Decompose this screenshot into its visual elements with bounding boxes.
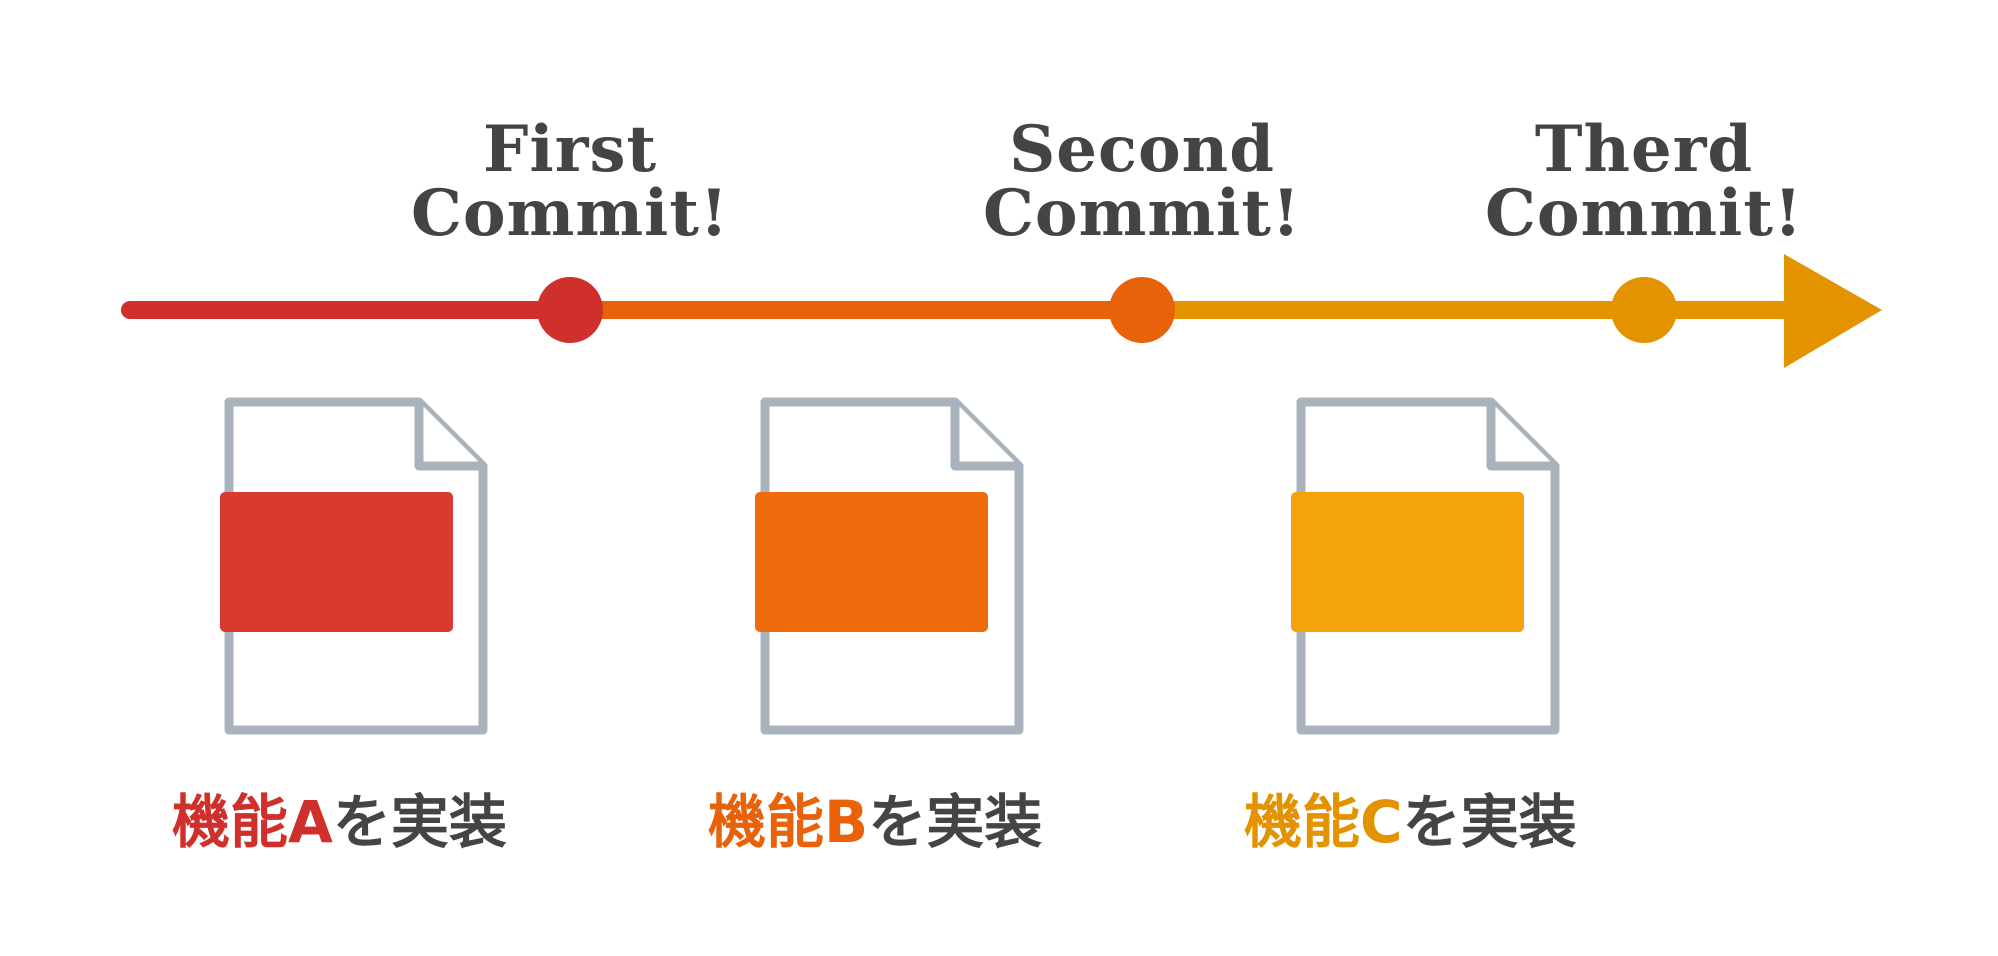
feature-label-a-rest: を実装 — [332, 788, 507, 856]
feature-block-c — [1291, 492, 1524, 632]
feature-label-c-highlight: 機能C — [1244, 788, 1403, 856]
commit-label-first-line1: First — [482, 112, 658, 187]
feature-block-b — [755, 492, 988, 632]
feature-label-a-highlight: 機能A — [172, 788, 333, 856]
feature-label-c-rest: を実装 — [1402, 788, 1577, 856]
feature-label-b-rest: を実装 — [868, 788, 1043, 856]
commit-label-first-line2: Commit! — [410, 176, 730, 251]
commit-label-third-line2: Commit! — [1484, 176, 1804, 251]
commit-label-first: First Commit! — [370, 118, 770, 246]
commit-dot-second — [1109, 277, 1175, 343]
feature-label-c: 機能Cを実装 — [1244, 787, 1577, 857]
feature-label-a: 機能Aを実装 — [172, 787, 507, 857]
commit-label-second-line1: Second — [1009, 112, 1275, 187]
commit-dot-third — [1611, 277, 1677, 343]
timeline-arrowhead — [1784, 254, 1882, 368]
commit-dot-first — [537, 277, 603, 343]
feature-label-b: 機能Bを実装 — [708, 787, 1042, 857]
feature-block-a — [220, 492, 453, 632]
commit-label-second: Second Commit! — [942, 118, 1342, 246]
commit-label-second-line2: Commit! — [982, 176, 1302, 251]
feature-label-b-highlight: 機能B — [708, 788, 869, 856]
commit-label-third: Therd Commit! — [1444, 118, 1844, 246]
commit-label-third-line1: Therd — [1534, 112, 1754, 187]
